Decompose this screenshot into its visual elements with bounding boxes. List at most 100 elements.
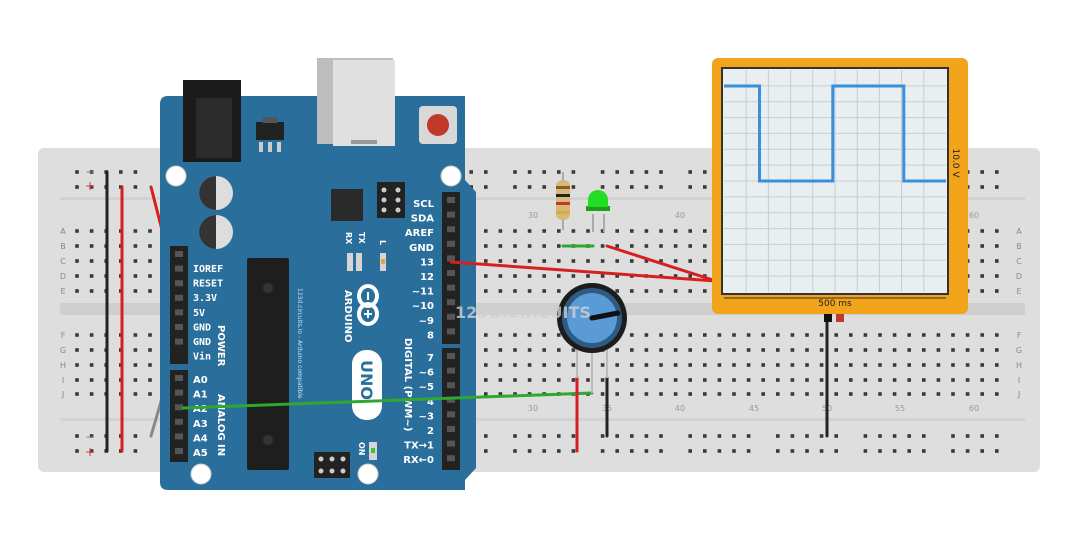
breadboard-hole xyxy=(936,348,941,352)
power-pin-label: IOREF xyxy=(193,264,223,275)
digital-pin-label: RX←0 xyxy=(403,455,434,466)
breadboard-hole xyxy=(849,378,853,382)
breadboard-hole xyxy=(571,229,576,233)
breadboard-hole xyxy=(892,449,897,453)
breadboard-hole xyxy=(688,244,692,248)
breadboard-hole xyxy=(659,229,663,233)
breadboard-hole xyxy=(119,170,123,174)
breadboard-hole xyxy=(557,229,561,233)
breadboard-hole xyxy=(600,170,605,174)
breadboard-hole xyxy=(644,185,649,189)
breadboard-hole xyxy=(542,363,546,367)
breadboard-hole xyxy=(790,434,795,438)
breadboard-hole xyxy=(761,333,765,337)
breadboard-hole xyxy=(995,274,999,278)
power-header-label: POWER xyxy=(215,325,226,367)
breadboard-hole xyxy=(630,289,634,293)
breadboard-hole xyxy=(805,378,809,382)
breadboard-hole xyxy=(644,363,649,367)
breadboard-hole xyxy=(892,363,897,367)
breadboard-hole xyxy=(469,170,473,174)
breadboard-hole xyxy=(527,170,532,174)
arduino-logo xyxy=(357,284,379,326)
breadboard-hole xyxy=(89,348,94,352)
potentiometer[interactable] xyxy=(557,283,627,393)
breadboard-hole xyxy=(75,348,79,352)
breadboard-hole xyxy=(615,449,619,453)
breadboard-hole xyxy=(75,274,79,278)
breadboard-hole xyxy=(746,348,751,352)
breadboard-hole xyxy=(761,363,765,367)
breadboard-hole xyxy=(995,378,999,382)
breadboard-hole xyxy=(498,348,503,352)
breadboard-hole xyxy=(659,449,663,453)
oscilloscope[interactable]: 500 ms 10.0 V xyxy=(712,58,968,322)
row-letter: B xyxy=(1016,242,1022,251)
breadboard-hole xyxy=(89,333,94,337)
header-pin xyxy=(175,309,183,316)
breadboard-hole xyxy=(659,170,663,174)
breadboard-hole xyxy=(148,274,152,278)
breadboard-hole xyxy=(980,259,984,263)
breadboard-hole xyxy=(878,392,882,396)
breadboard-hole xyxy=(542,229,546,233)
breadboard-hole xyxy=(703,449,707,453)
breadboard-hole xyxy=(688,449,692,453)
digital-pin-label: ~11 xyxy=(412,287,434,298)
row-letter: A xyxy=(60,227,66,236)
breadboard-hole xyxy=(995,392,999,396)
breadboard-hole xyxy=(995,170,999,174)
breadboard-hole xyxy=(630,392,634,396)
header-pin xyxy=(175,294,183,301)
breadboard-hole xyxy=(878,363,882,367)
breadboard-hole xyxy=(557,449,561,453)
breadboard-hole xyxy=(133,229,138,233)
breadboard-hole xyxy=(557,289,561,293)
breadboard-hole xyxy=(630,259,634,263)
breadboard-hole xyxy=(863,333,868,337)
breadboard-hole xyxy=(936,392,941,396)
digital-pin-label: ~9 xyxy=(419,316,434,327)
potentiometer-knob-indicator[interactable] xyxy=(589,310,621,321)
breadboard-hole xyxy=(615,392,619,396)
breadboard-hole xyxy=(776,348,780,352)
breadboard-hole xyxy=(849,348,853,352)
breadboard-hole xyxy=(732,449,736,453)
breadboard-hole xyxy=(995,333,999,337)
digital-pin-label: AREF xyxy=(405,228,434,239)
breadboard-hole xyxy=(586,274,590,278)
breadboard-hole xyxy=(936,333,941,337)
breadboard-hole xyxy=(89,274,94,278)
column-number: 60 xyxy=(969,404,979,413)
power-pin-label: 5V xyxy=(193,308,205,319)
breadboard-hole xyxy=(513,449,517,453)
breadboard-hole xyxy=(907,434,911,438)
green-led[interactable] xyxy=(586,190,610,232)
header-pin xyxy=(447,299,455,306)
breadboard-hole xyxy=(133,244,138,248)
breadboard-hole xyxy=(600,449,605,453)
breadboard-hole xyxy=(148,378,152,382)
analog-pin-label: A2 xyxy=(193,404,208,415)
breadboard-hole xyxy=(600,274,605,278)
digital-pin-label: SCL xyxy=(413,199,435,210)
on-label: ON xyxy=(357,442,366,456)
breadboard-hole xyxy=(878,333,882,337)
breadboard-hole xyxy=(659,348,663,352)
breadboard-hole xyxy=(746,333,751,337)
breadboard-hole xyxy=(148,229,152,233)
rx-label: RX xyxy=(344,232,353,245)
breadboard-hole xyxy=(484,259,488,263)
rail-minus-top: − xyxy=(85,165,95,179)
breadboard-hole xyxy=(484,289,488,293)
breadboard-hole xyxy=(513,289,517,293)
resistor[interactable] xyxy=(556,172,570,230)
arduino-brand: ARDUINO xyxy=(342,290,353,342)
breadboard-hole xyxy=(644,449,649,453)
breadboard-hole xyxy=(819,449,824,453)
breadboard-hole xyxy=(805,392,809,396)
breadboard-hole xyxy=(688,348,692,352)
breadboard-hole xyxy=(148,289,152,293)
digital-pin-label: 13 xyxy=(420,257,434,268)
